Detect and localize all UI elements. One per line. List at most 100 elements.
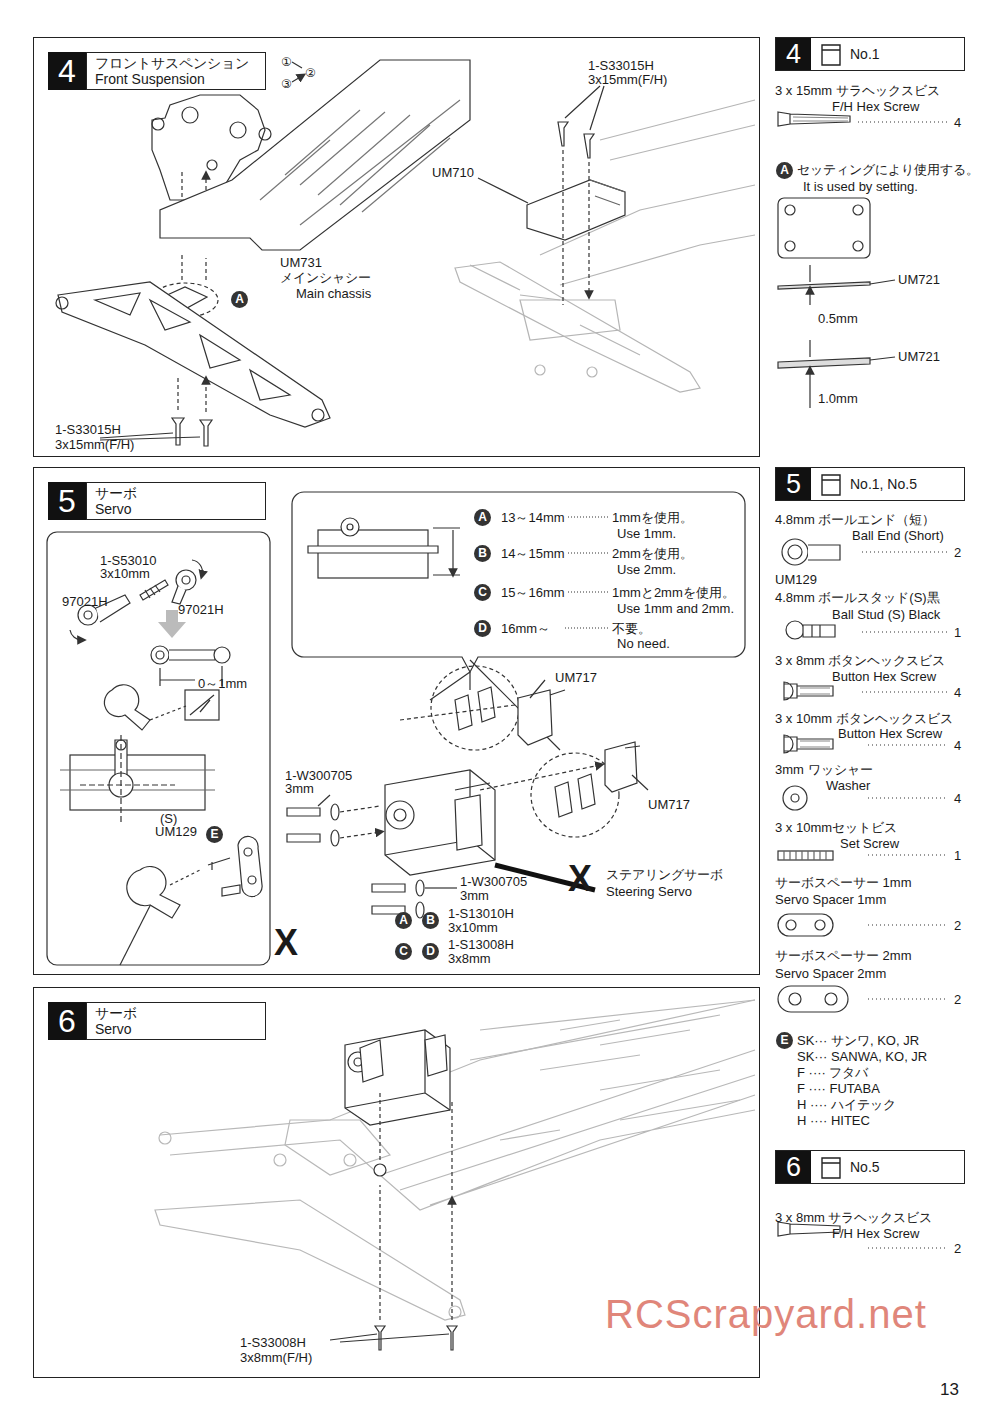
page-number: 13 [940,1380,959,1399]
part-label: 3x10mm [100,566,150,581]
marker-letter: X [568,858,592,899]
part-label: 14～15mm [501,546,565,561]
quantity: 4 [952,738,963,753]
callout-letter: A [474,509,491,526]
part-label: UM129 [775,572,817,587]
bag-number: No.1, No.5 [850,476,917,492]
step-number-box: 5 [48,482,86,520]
part-label: UM129 [155,824,197,839]
part-label: SK··· サンワ, KO, JR [797,1033,919,1048]
part-label: SK··· SANWA, KO, JR [797,1049,927,1064]
part-label: Use 1mm. [617,526,676,541]
part-label: Main chassis [296,286,371,301]
step-number-box: 6 [48,1002,86,1040]
marker-box: X [568,858,608,896]
part-label: 97021H [178,602,224,617]
part-label: 16mm～ [501,621,550,636]
parts-header: 6No.5 [775,1150,965,1184]
part-label: 1-W300705 [285,768,352,783]
step-title: Servo [95,501,257,517]
part-label: 3 x 10mm ボタンヘックスビス [775,711,953,726]
step-number-box: 4 [776,38,811,70]
quantity: 2 [952,918,963,933]
part-label: 3 x 8mm サラヘックスビス [775,1210,932,1225]
part-label: サーボスペーサー 1mm [775,875,912,890]
quantity: 2 [952,1241,963,1256]
part-label: Button Hex Screw [832,669,936,684]
part-label: 1-W300705 [460,874,527,889]
part-label: 15～16mm [501,585,565,600]
part-label: F ···· フタバ [797,1065,868,1080]
callout-letter: B [422,912,439,929]
part-label: ② [305,66,316,81]
callout-letter: C [474,584,491,601]
step-title-box: サーボServo [86,482,266,520]
part-label: 3x15mm(F/H) [55,437,134,452]
part-label: 0.5mm [818,311,858,326]
part-label: F ···· FUTABA [797,1081,880,1096]
part-label: Servo Spacer 2mm [775,966,886,981]
quantity: 4 [952,685,963,700]
part-label: No need. [617,636,670,651]
step-number-box: 5 [776,468,811,500]
part-label: UM721 [898,272,940,287]
part-label: UM717 [648,797,690,812]
part-label: 1-S13010H [448,906,514,921]
quantity: 4 [952,115,963,130]
part-label: 13～14mm [501,510,565,525]
callout-letter: D [422,943,439,960]
part-label: ステアリングサーボ [606,867,723,882]
part-label: 3mm [460,888,489,903]
part-label: 3x15mm(F/H) [588,72,667,87]
part-label: ③ [281,77,292,92]
callout-letter: A [776,162,793,179]
part-label: Washer [826,778,870,793]
callout-letter: A [395,912,412,929]
part-label: 3mm [285,781,314,796]
step-title: サーボ [95,485,257,501]
callout-letter: E [776,1032,793,1049]
part-label: Steering Servo [606,884,692,899]
step-title: Front Suspension [95,71,257,87]
part-label: メインシャシー [280,270,371,285]
part-label: Button Hex Screw [838,726,942,741]
part-label: 1mmを使用。 [612,510,693,525]
part-label: 4.8mm ボールスタッド(S)黒 [775,590,940,605]
part-label: Ball Stud (S) Black [832,607,940,622]
part-label: UM721 [898,349,940,364]
parts-header: 4 No.1 [775,37,965,71]
step-title: サーボ [95,1005,257,1021]
callout-letter: A [231,291,248,308]
part-label: Set Screw [840,836,899,851]
parts-bag-icon [820,1156,842,1180]
part-label: 1.0mm [818,391,858,406]
part-label: H ···· ハイテック [797,1097,896,1112]
watermark: RCScrapyard.net [605,1292,927,1336]
part-label: 97021H [62,594,108,609]
marker-box: X [274,922,314,960]
part-label: (S) [160,811,177,826]
bag-number: No.1 [850,46,880,62]
part-label: ① [281,55,292,70]
part-label: 0～1mm [198,676,247,691]
quantity: 1 [952,625,963,640]
part-label: F/H Hex Screw [832,1226,919,1241]
step-number: 6 [786,1152,801,1183]
step-panel: 4フロントサスペンションFront Suspension [33,37,760,457]
part-label: セッティングにより使用する。 [797,162,979,177]
callout-letter: D [474,620,491,637]
part-label: 1-S53010 [100,553,156,568]
parts-header: 5 No.1, No.5 [775,467,965,501]
quantity: 1 [952,848,963,863]
step-title: Servo [95,1021,257,1037]
part-label: UM710 [432,165,474,180]
step-title-box: フロントサスペンションFront Suspension [86,52,266,90]
step-number-box: 6 [776,1151,811,1183]
step-number: 6 [58,1003,76,1040]
part-label: 1-S33015H [588,58,654,73]
part-label: 3x10mm [448,920,498,935]
part-label: H ···· HITEC [797,1113,870,1128]
part-label: 4.8mm ボールエンド（短） [775,512,935,527]
callout-letter: C [395,943,412,960]
